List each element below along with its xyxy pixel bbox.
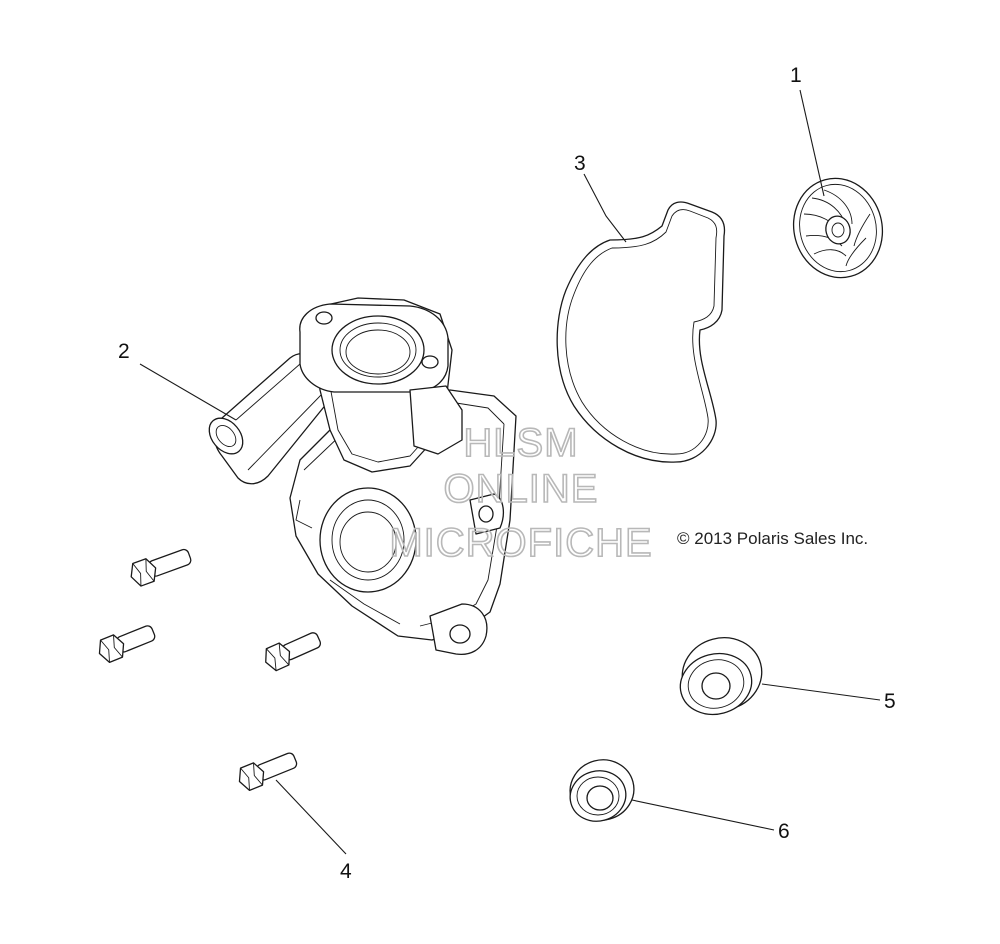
part-3-gasket xyxy=(556,201,726,463)
copyright-text: © 2013 Polaris Sales Inc. xyxy=(677,529,868,548)
part-1-impeller xyxy=(792,177,884,279)
callout-4: 4 xyxy=(340,860,352,883)
watermark-line1: HLSM xyxy=(463,421,578,465)
callout-5: 5 xyxy=(884,690,896,713)
callout-3: 3 xyxy=(574,152,586,175)
part-4-bolt-d xyxy=(238,752,298,792)
callout-6: 6 xyxy=(778,820,790,843)
callout-2: 2 xyxy=(118,340,130,363)
part-6-seal xyxy=(569,759,635,822)
part-4-bolt-b xyxy=(98,625,156,664)
leader-1 xyxy=(799,89,825,197)
part-2-pump-housing xyxy=(208,297,517,656)
leader-6 xyxy=(631,799,775,831)
leader-2 xyxy=(139,363,237,421)
part-5-seal xyxy=(679,637,763,716)
part-4-bolt-a xyxy=(130,548,192,587)
watermark: HLSM ONLINE MICROFICHE xyxy=(389,420,653,566)
watermark-line2: ONLINE xyxy=(444,467,599,511)
leader-lines xyxy=(139,89,881,855)
watermark-line3: MICROFICHE xyxy=(389,521,652,565)
leader-3 xyxy=(583,173,627,243)
callout-1: 1 xyxy=(790,64,802,87)
part-4-bolt-c xyxy=(265,632,322,672)
leader-4 xyxy=(275,779,347,855)
leader-5 xyxy=(761,683,881,701)
